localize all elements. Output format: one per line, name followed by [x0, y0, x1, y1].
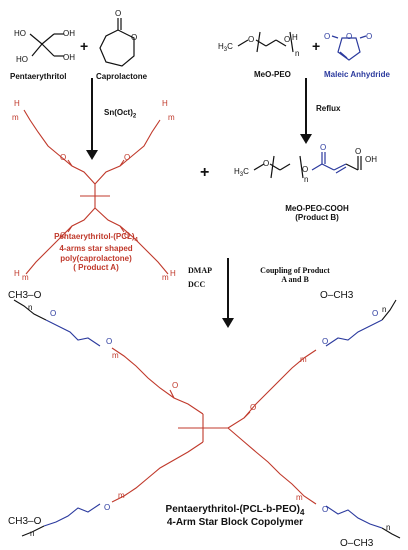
atom-h3c: H3C	[218, 42, 233, 53]
atom-o: O	[60, 231, 66, 240]
atom-o: O	[124, 153, 130, 162]
product-a-structure	[23, 109, 169, 275]
subscript-m: m	[168, 113, 175, 122]
subscript-n: n	[382, 305, 386, 314]
atom-o: O	[320, 143, 326, 152]
atom-o: O	[131, 33, 137, 42]
product-a-label: Pentaerythritol-(PCL)4 4-arms star shape…	[26, 232, 166, 272]
subscript-m: m	[12, 113, 19, 122]
subscript-n: n	[30, 529, 34, 538]
atom-o: O	[372, 309, 378, 318]
atom-ho: HO	[14, 29, 26, 38]
condition-reflux: Reflux	[316, 104, 341, 113]
caprolactone-label: Caprolactone	[96, 72, 148, 81]
product-b-label: MeO-PEO-COOH (Product B)	[262, 204, 372, 222]
condition-coupling: Coupling of Product A and B	[240, 266, 350, 284]
atom-h: H	[170, 269, 176, 278]
maleic-anhydride-structure	[331, 35, 367, 61]
end-group-ch3-o: CH3–O	[8, 516, 42, 527]
atom-o: O	[355, 147, 361, 156]
subscript-m: m	[300, 355, 307, 364]
product-b-id: (Product B)	[295, 213, 339, 223]
product-b-name: MeO-PEO-COOH	[285, 204, 349, 213]
atom-o: O	[115, 9, 121, 18]
atom-h3c: H3C	[234, 167, 249, 178]
condition-dmap: DMAP	[188, 266, 212, 275]
atom-ho: HO	[16, 55, 28, 64]
subscript-n: n	[304, 175, 308, 184]
atom-h: H	[292, 33, 298, 42]
plus-sign: +	[80, 38, 89, 54]
atom-h: H	[14, 99, 20, 108]
atom-o: O	[106, 337, 112, 346]
final-product-label: Pentaerythritol-(PCL-b-PEO)4 4-Arm Star …	[130, 504, 340, 529]
atom-o: O	[104, 503, 110, 512]
product-b-structure	[253, 152, 362, 179]
caprolactone-structure	[99, 18, 135, 67]
meo-peo-structure	[237, 31, 294, 53]
atom-o: O	[322, 337, 328, 346]
atom-o: O	[248, 35, 254, 44]
atom-o: O	[366, 32, 372, 41]
atom-o: O	[250, 403, 256, 412]
condition-sn-oct2: Sn(Oct)2	[104, 108, 137, 120]
atom-h: H	[14, 269, 20, 278]
atom-oh: OH	[63, 53, 75, 62]
coupling-line: A and B	[281, 275, 309, 285]
plus-sign: +	[200, 164, 210, 181]
subscript-n: n	[28, 303, 32, 312]
coupling-line: Coupling of Product	[260, 266, 330, 275]
atom-oh: OH	[63, 29, 75, 38]
final-product-structure	[13, 299, 401, 539]
subscript-m: m	[118, 491, 125, 500]
condition-dcc: DCC	[188, 280, 206, 289]
atom-o: O	[284, 35, 290, 44]
plus-sign: +	[312, 38, 321, 54]
atom-oh: OH	[365, 155, 377, 164]
product-a-id: ( Product A)	[73, 262, 119, 272]
atom-o: O	[172, 381, 178, 390]
end-group-o-ch3: O–CH3	[320, 290, 354, 301]
subscript-m: m	[162, 273, 169, 282]
final-product-desc: 4-Arm Star Block Copolymer	[166, 517, 304, 529]
product-a-desc: poly(caprolactone)	[60, 253, 132, 263]
atom-o: O	[60, 153, 66, 162]
atom-o: O	[50, 309, 56, 318]
atom-o: O	[302, 165, 308, 174]
reaction-arrows	[86, 78, 312, 328]
atom-o: O	[322, 505, 328, 514]
end-group-o-ch3: O–CH3	[340, 538, 374, 549]
subscript-n: n	[295, 49, 299, 58]
final-product-name: Pentaerythritol-(PCL-b-PEO)4	[165, 504, 305, 517]
subscript-m: m	[296, 493, 303, 502]
atom-o: O	[263, 159, 269, 168]
product-a-name: Pentaerythritol-(PCL)4	[54, 232, 138, 244]
pentaerythritol-label: Pentaerythritol	[10, 72, 67, 81]
subscript-m: m	[112, 351, 119, 360]
atom-o: O	[324, 32, 330, 41]
product-a-desc: 4-arms star shaped	[59, 244, 133, 254]
end-group-ch3-o: CH3–O	[8, 290, 42, 301]
atom-o: O	[124, 231, 130, 240]
subscript-n: n	[386, 523, 390, 532]
pentaerythritol-structure	[29, 33, 64, 57]
subscript-m: m	[22, 273, 29, 282]
maleic-anhydride-label: Maleic Anhydride	[324, 70, 390, 79]
atom-o: O	[346, 32, 352, 41]
meo-peo-label: MeO-PEO	[254, 70, 291, 79]
atom-h: H	[162, 99, 168, 108]
